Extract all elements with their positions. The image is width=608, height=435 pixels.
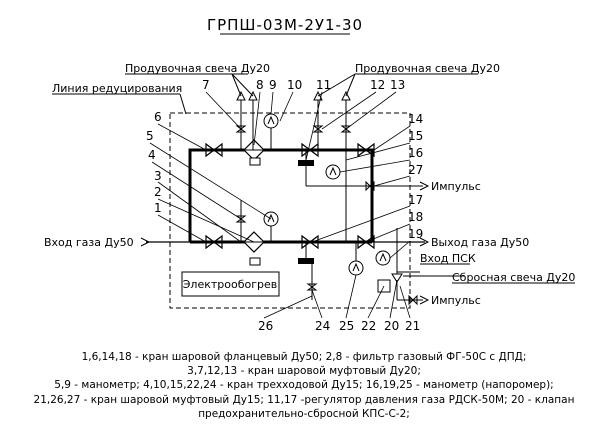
relief-candle-label: Сбросная свеча Ду20: [452, 271, 575, 284]
gas-inlet-label: Вход газа Ду50: [44, 236, 134, 249]
num-12: 12: [370, 78, 385, 92]
num-22: 22: [361, 319, 376, 333]
legend-line-1: 1,6,14,18 - кран шаровой фланцевый Ду50;…: [81, 351, 527, 363]
heater-label: Электрообогрев: [183, 278, 278, 291]
num-24: 24: [315, 319, 330, 333]
legend-line-5: предохранительно-сбросной КПС-С-2;: [198, 408, 410, 420]
impulse-top-label: Импульс: [431, 180, 481, 193]
purge-left-label: Продувочная свеча Ду20: [125, 62, 270, 75]
num-8: 8: [256, 78, 264, 92]
legend-line-2: 3,7,12,13 - кран шаровой муфтовый Ду20;: [187, 365, 421, 377]
gas-outlet-label: Выход газа Ду50: [431, 236, 529, 249]
num-17: 17: [408, 193, 423, 207]
num-16: 16: [408, 146, 423, 160]
num-14: 14: [408, 112, 423, 126]
num-18: 18: [408, 210, 423, 224]
legend-line-3: 5,9 - манометр; 4,10,15,22,24 - кран тре…: [54, 379, 554, 391]
num-6: 6: [154, 110, 162, 124]
cabinet-outline: [169, 112, 411, 309]
impulse-bottom-label: Импульс: [431, 294, 481, 307]
purge-right-label: Продувочная свеча Ду20: [355, 62, 500, 75]
num-27: 27: [408, 163, 423, 177]
num-20: 20: [384, 319, 399, 333]
num-5: 5: [146, 129, 154, 143]
scheme-title: ГРПШ-03М-2У1-30: [207, 16, 363, 34]
num-2: 2: [154, 185, 162, 199]
reduction-line-label: Линия редуцирования: [52, 82, 182, 95]
num-11: 11: [316, 78, 331, 92]
num-15: 15: [408, 129, 423, 143]
num-21: 21: [405, 319, 420, 333]
num-25: 25: [339, 319, 354, 333]
num-9: 9: [269, 78, 277, 92]
legend-line-4: 21,26,27 - кран шаровой муфтовый Ду15; 1…: [33, 394, 575, 406]
num-1: 1: [154, 201, 162, 215]
num-13: 13: [390, 78, 405, 92]
num-4: 4: [148, 148, 156, 162]
psk-inlet-label: Вход ПСК: [420, 252, 476, 265]
num-26: 26: [258, 319, 273, 333]
num-10: 10: [287, 78, 302, 92]
num-7: 7: [202, 78, 210, 92]
num-19: 19: [408, 227, 423, 241]
heater-box: [181, 271, 280, 297]
num-3: 3: [154, 169, 162, 183]
